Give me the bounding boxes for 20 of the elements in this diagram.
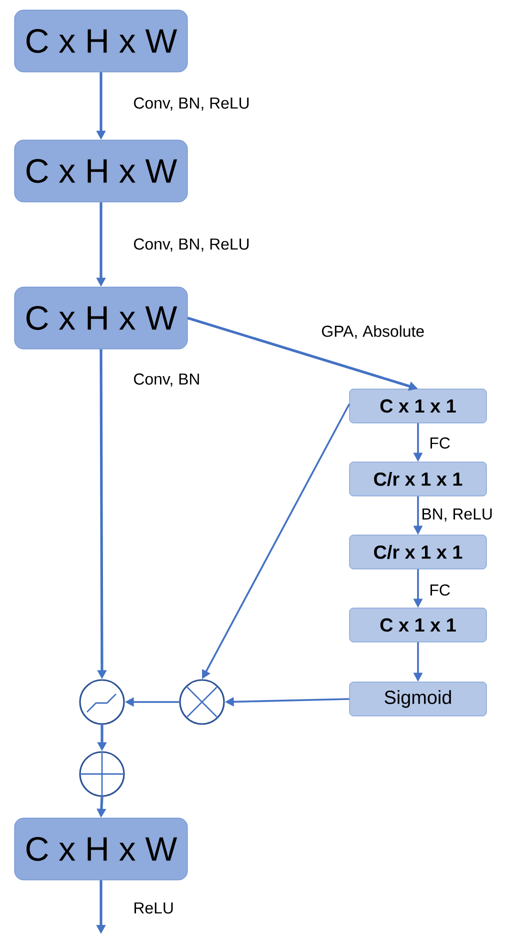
tensor-box: C x H x W (14, 286, 188, 350)
tensor-box: C x 1 x 1 (349, 608, 487, 642)
tensor-box: C x H x W (14, 818, 188, 880)
tensor-box: C/r x 1 x 1 (349, 462, 487, 496)
add-symbol (79, 751, 125, 797)
tensor-box: C x 1 x 1 (349, 388, 487, 424)
activation-symbol (79, 679, 125, 725)
edge-label: FC (430, 584, 450, 596)
edge-label: Conv, BN, ReLU (134, 97, 249, 111)
edge-label: Conv, BN, ReLU (134, 238, 249, 252)
tensor-box: C/r x 1 x 1 (349, 534, 487, 570)
edge-label: BN, ReLU (422, 508, 492, 522)
tensor-box: C x H x W (14, 10, 188, 72)
edge-label: ReLU (134, 902, 173, 914)
multiply-symbol (179, 679, 225, 725)
sigmoid-box: Sigmoid (349, 682, 487, 716)
tensor-box: C x H x W (14, 140, 188, 202)
edge-label: FC (430, 437, 450, 449)
edge-label: GPA, Absolute (322, 325, 424, 339)
edge-label: Conv, BN (134, 373, 199, 387)
